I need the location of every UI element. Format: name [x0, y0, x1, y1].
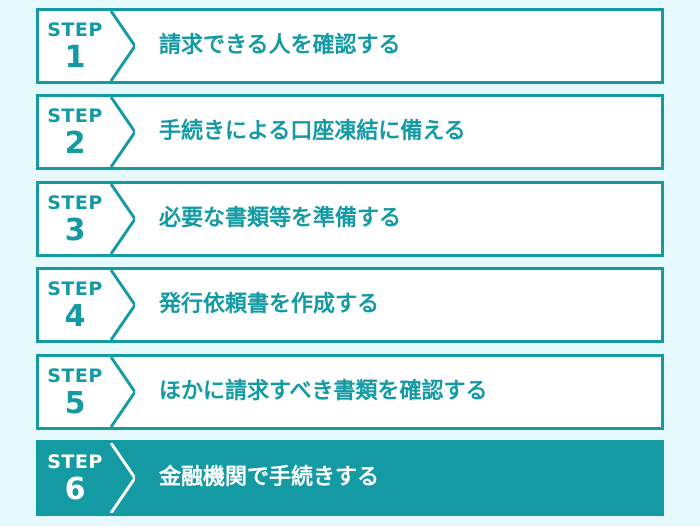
step-badge: STEP 1 — [39, 11, 135, 81]
step-list: STEP 1 請求できる人を確認する STEP 2 手続きによる口座凍結に備える… — [36, 8, 664, 526]
step-word: STEP — [47, 105, 103, 128]
step-label: 金融機関で手続きする — [159, 464, 380, 490]
step-badge: STEP 5 — [39, 356, 135, 427]
chevron-divider-icon — [109, 11, 135, 81]
step-card-1: STEP 1 請求できる人を確認する — [36, 8, 664, 84]
step-number: 2 — [64, 126, 86, 162]
chevron-divider-icon — [109, 356, 135, 427]
step-number: 4 — [64, 299, 86, 335]
step-number: 5 — [64, 385, 86, 421]
step-card-5: STEP 5 ほかに請求すべき書類を確認する — [36, 353, 664, 430]
step-label: 発行依頼書を作成する — [159, 292, 380, 318]
step-label: 手続きによる口座凍結に備える — [159, 119, 466, 145]
step-badge: STEP 4 — [39, 270, 135, 341]
step-word: STEP — [47, 364, 103, 387]
step-word: STEP — [47, 450, 103, 473]
step-badge: STEP 3 — [39, 183, 135, 254]
step-label: ほかに請求すべき書類を確認する — [159, 378, 488, 404]
step-word: STEP — [47, 191, 103, 214]
step-number: 3 — [64, 212, 86, 248]
chevron-divider-icon — [109, 97, 135, 168]
step-number: 6 — [64, 471, 86, 507]
chevron-divider-icon — [109, 183, 135, 254]
step-card-2: STEP 2 手続きによる口座凍結に備える — [36, 94, 664, 171]
step-badge: STEP 6 — [39, 442, 135, 513]
step-label: 請求できる人を確認する — [159, 33, 401, 58]
step-card-4: STEP 4 発行依頼書を作成する — [36, 267, 664, 344]
step-badge: STEP 2 — [39, 97, 135, 168]
step-card-3: STEP 3 必要な書類等を準備する — [36, 180, 664, 257]
step-number: 1 — [64, 40, 86, 75]
chevron-divider-icon — [39, 442, 135, 513]
step-word: STEP — [47, 19, 103, 41]
step-word: STEP — [47, 278, 103, 301]
step-card-6: STEP 6 金融機関で手続きする — [36, 439, 664, 516]
step-label: 必要な書類等を準備する — [159, 205, 402, 231]
chevron-divider-icon — [109, 270, 135, 341]
